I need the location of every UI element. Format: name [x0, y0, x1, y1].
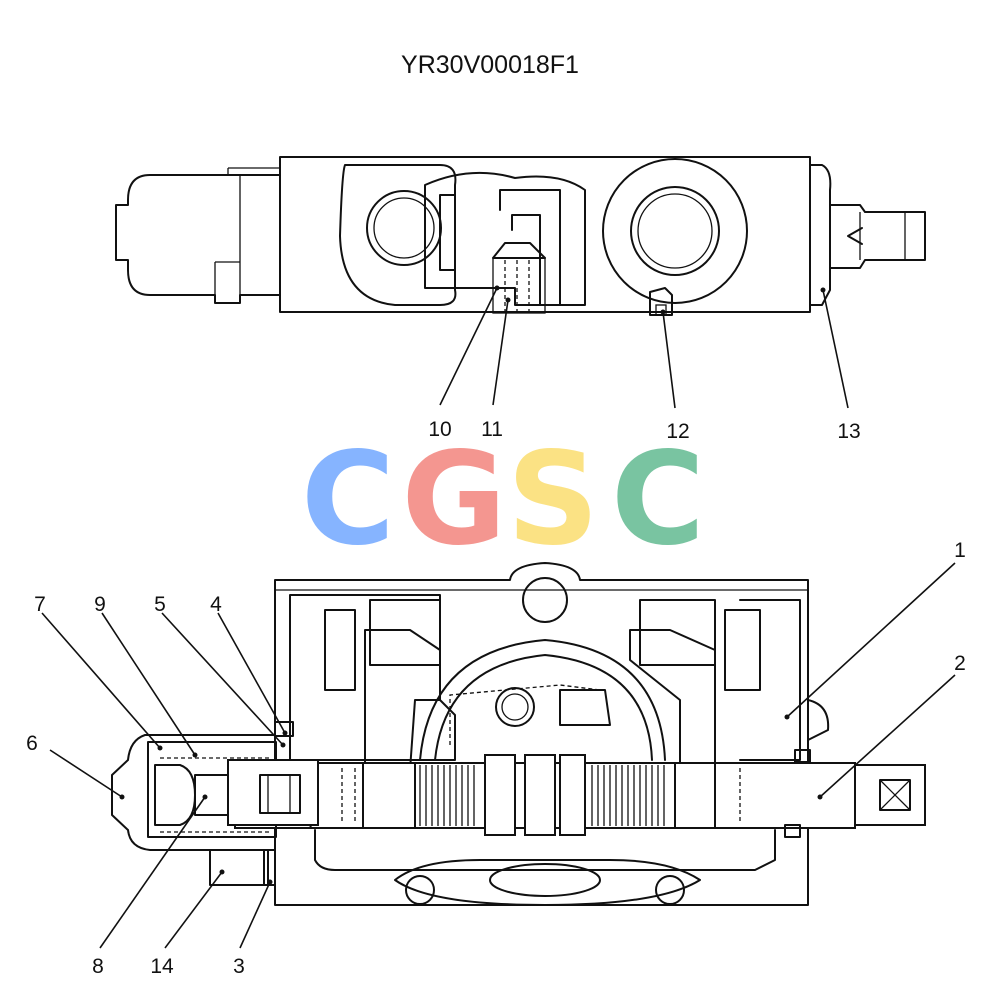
callout-11: 11	[481, 418, 503, 441]
callout-10: 10	[428, 418, 451, 441]
watermark-letter-c2: C	[611, 425, 705, 574]
top-view-leaders	[439, 285, 849, 409]
watermark-letter-s: S	[507, 425, 599, 574]
watermark-logo: C G S C	[301, 425, 705, 574]
callout-5: 5	[154, 593, 166, 616]
bottom-view-leaders	[41, 562, 956, 949]
callout-14: 14	[150, 955, 174, 978]
top-view-drawing	[115, 156, 926, 316]
diagram-title: YR30V00018F1	[401, 51, 579, 79]
bottom-view-drawing	[111, 562, 926, 906]
callout-9: 9	[94, 593, 106, 616]
callout-4: 4	[210, 593, 222, 616]
watermark-letter-g: G	[401, 425, 506, 574]
callout-13: 13	[837, 420, 860, 443]
callout-2: 2	[954, 652, 966, 675]
watermark-letter-c1: C	[301, 425, 395, 574]
callout-12: 12	[666, 420, 689, 443]
callout-7: 7	[34, 593, 46, 616]
callout-1: 1	[954, 539, 966, 562]
callout-6: 6	[26, 732, 38, 755]
spool-serrations	[419, 765, 665, 826]
callout-8: 8	[92, 955, 104, 978]
callout-3: 3	[233, 955, 245, 978]
